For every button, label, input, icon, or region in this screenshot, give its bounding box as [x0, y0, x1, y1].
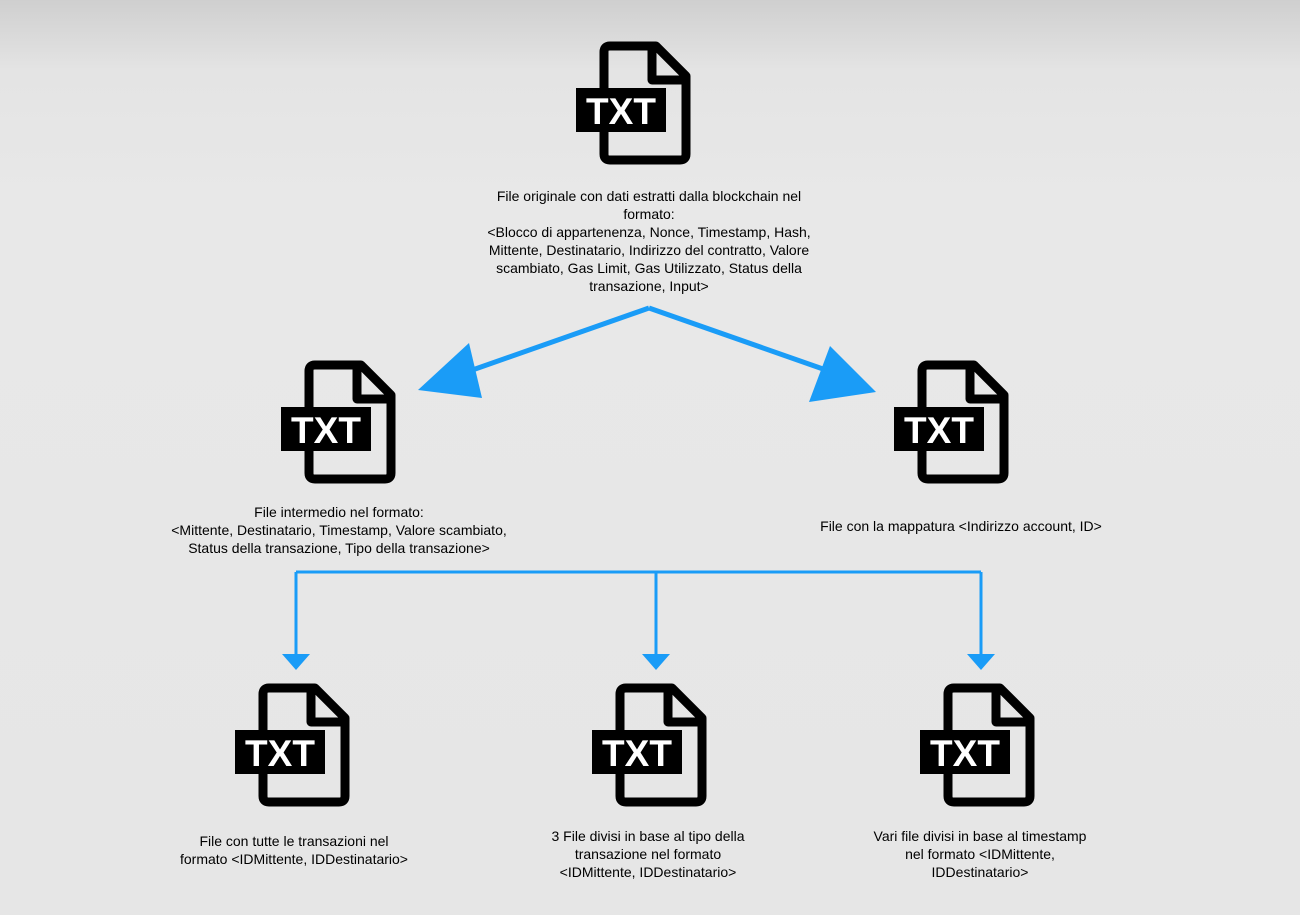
- by-timestamp-files-caption: Vari file divisi in base al timestamp ne…: [873, 828, 1087, 880]
- arrow-to-intermediate: [460, 305, 650, 377]
- icon-label: TXT: [930, 733, 1000, 774]
- icon-label: TXT: [602, 733, 672, 774]
- txt-file-icon: TXT: [894, 365, 1004, 479]
- mapping-file-caption: File con la mappatura <Indirizzo account…: [820, 518, 1102, 534]
- arrow-to-mapping: [648, 305, 844, 379]
- txt-file-icon: TXT: [920, 688, 1030, 802]
- arrowhead-to-by-type: [642, 654, 670, 670]
- arrowhead-to-intermediate: [418, 343, 482, 398]
- txt-file-icon: TXT: [281, 365, 391, 479]
- arrowhead-to-by-timestamp: [967, 654, 995, 670]
- arrowhead-to-mapping: [809, 346, 876, 402]
- icon-label: TXT: [586, 91, 656, 132]
- icon-label: TXT: [291, 410, 361, 451]
- arrowhead-to-all-transactions: [282, 654, 310, 670]
- intermediate-file-caption: File intermedio nel formato: <Mittente, …: [171, 504, 507, 556]
- txt-file-icon: TXT: [235, 688, 345, 802]
- branch-arrows-bottom: [282, 570, 995, 670]
- original-file-caption: File originale con dati estratti dalla b…: [487, 188, 811, 294]
- txt-file-icon: TXT: [592, 688, 702, 802]
- all-transactions-file-caption: File con tutte le transazioni nel format…: [180, 833, 408, 867]
- branch-arrows-top: [418, 305, 876, 402]
- icon-label: TXT: [245, 733, 315, 774]
- by-type-files-caption: 3 File divisi in base al tipo della tran…: [551, 828, 745, 880]
- icon-label: TXT: [904, 410, 974, 451]
- txt-file-icon: TXT: [576, 46, 686, 160]
